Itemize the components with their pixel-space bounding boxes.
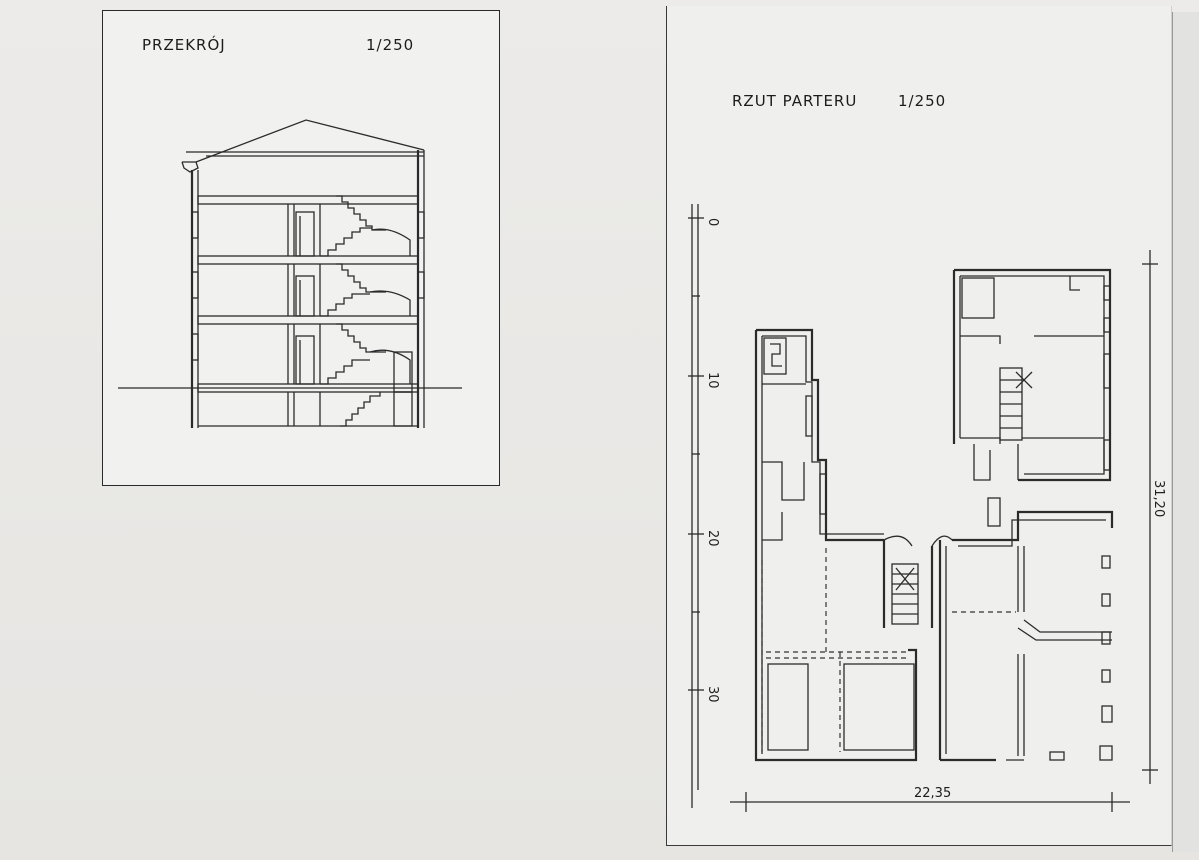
right-back-wing-walls [952,268,1112,482]
partitions [287,204,321,426]
right-front-wing-walls [938,497,1114,762]
scale-bar [688,204,704,808]
sheet-edge [1172,12,1199,852]
section-scale: 1/250 [366,36,415,54]
stair-flights [320,195,413,427]
roof-outline [195,119,425,163]
section-card [102,10,500,486]
left-wing-walls [754,328,918,762]
central-stair [882,535,953,628]
plan-card [666,6,1172,846]
plan-scale: 1/250 [898,92,947,110]
plan-title: RZUT PARTERU [732,92,858,110]
section-title: PRZEKRÓJ [142,36,226,54]
doors [295,211,315,385]
dimension-lines [730,250,1158,812]
width-dimension: 22,35 [914,786,952,801]
section-windows [191,211,425,361]
